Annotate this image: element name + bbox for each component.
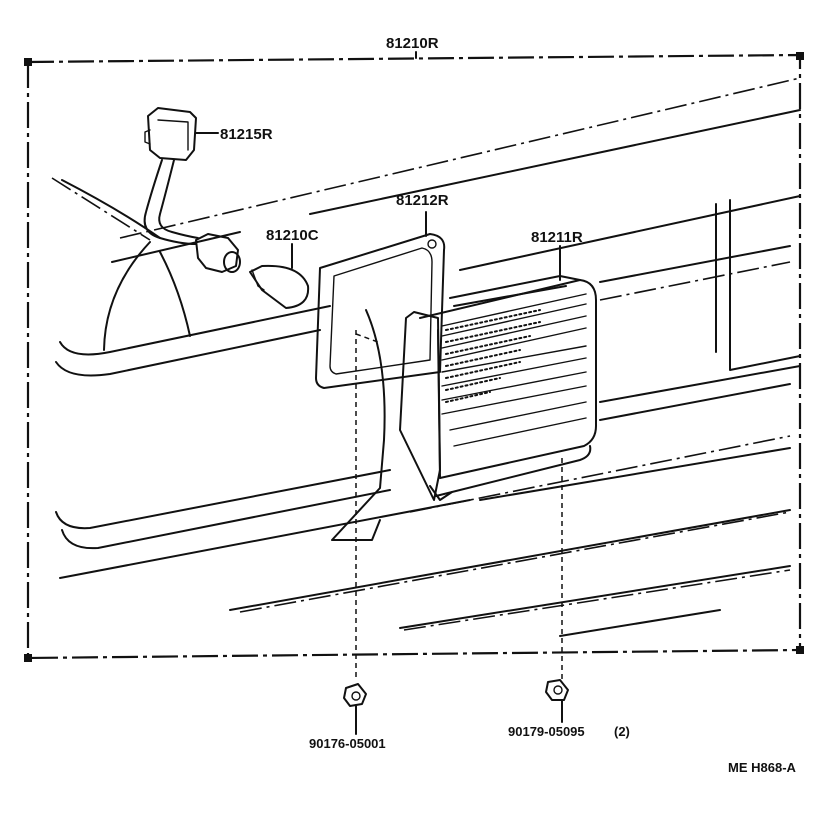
label-socket: 81215R [220, 126, 273, 143]
socket-harness [143, 107, 241, 273]
label-nut-right-qty: (2) [614, 724, 630, 739]
nut-right [545, 679, 569, 723]
label-bulb: 81210C [266, 227, 319, 244]
label-lens: 81211R [531, 229, 583, 246]
nut-left [343, 683, 367, 735]
assembly-frame [24, 51, 804, 662]
lens-grid [441, 293, 587, 447]
gasket [315, 211, 446, 541]
rear-panel [51, 77, 801, 637]
label-assembly: 81210R [386, 35, 439, 52]
bulb [249, 243, 310, 309]
figure-code: ME H868-A [728, 760, 797, 775]
label-gasket: 81212R [396, 192, 449, 209]
lens-assembly [399, 245, 597, 501]
label-nut-right: 90179-05095 [508, 724, 585, 739]
label-nut-left: 90176-05001 [309, 736, 386, 751]
